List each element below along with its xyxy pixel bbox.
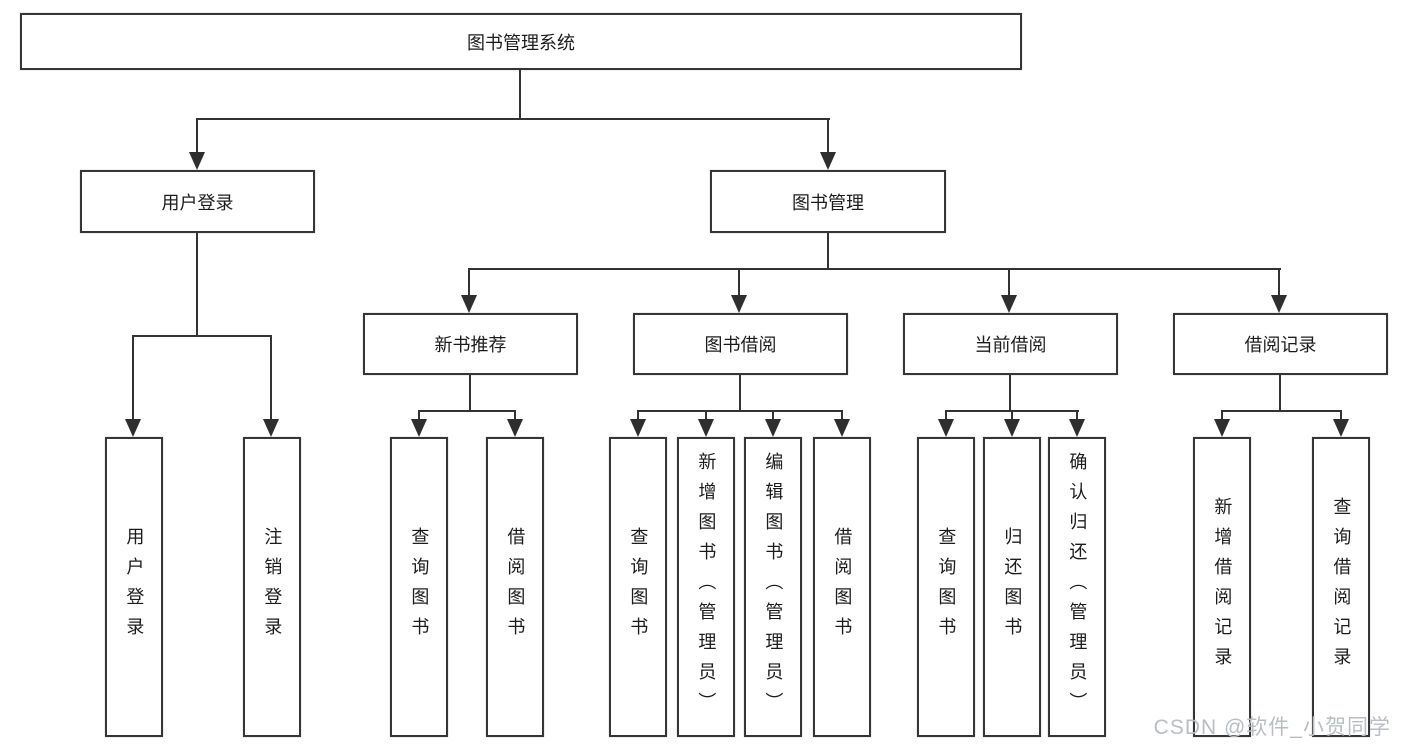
leaf-query-borrow-record: 查询借阅记录 bbox=[1312, 437, 1370, 737]
node-borrow-record-label: 借阅记录 bbox=[1244, 335, 1317, 355]
node-root: 图书管理系统 bbox=[20, 13, 1022, 70]
leaf-borrow-book-recommend-label: 借阅图书 bbox=[505, 527, 526, 647]
leaf-add-book-admin-label: 新增图书（管理员） bbox=[696, 452, 717, 722]
arrowhead-down-icon bbox=[189, 152, 205, 170]
connector-root-split bbox=[196, 118, 830, 120]
node-current-borrow-label: 当前借阅 bbox=[974, 335, 1047, 355]
node-current-borrow: 当前借阅 bbox=[903, 313, 1118, 375]
connector-drop-leaf-logout bbox=[270, 335, 272, 419]
arrowhead-down-icon bbox=[1004, 419, 1020, 437]
leaf-confirm-return-admin-label: 确认归还（管理员） bbox=[1067, 452, 1088, 722]
connector-drop-user-login bbox=[196, 118, 198, 154]
leaf-add-borrow-record-label: 新增借阅记录 bbox=[1212, 497, 1233, 677]
leaf-logout-login: 注销登录 bbox=[243, 437, 301, 737]
connector-drop bbox=[1076, 410, 1078, 420]
connector-drop bbox=[841, 410, 843, 420]
connector-borrow-record-stem bbox=[1279, 375, 1281, 412]
leaf-user-login-label: 用户登录 bbox=[124, 527, 145, 647]
connector-drop bbox=[705, 410, 707, 420]
connector-user-login-split bbox=[132, 335, 272, 337]
leaf-query-book-current-label: 查询图书 bbox=[936, 527, 957, 647]
connector-current-borrow-stem bbox=[1009, 375, 1011, 412]
leaf-return-book-label: 归还图书 bbox=[1002, 527, 1023, 647]
leaf-add-book-admin: 新增图书（管理员） bbox=[677, 437, 735, 737]
arrowhead-down-icon bbox=[820, 152, 836, 170]
connector-drop-book-borrow bbox=[738, 268, 740, 295]
connector-drop bbox=[945, 410, 947, 420]
arrowhead-down-icon bbox=[765, 419, 781, 437]
leaf-borrow-book-label: 借阅图书 bbox=[832, 527, 853, 647]
arrowhead-down-icon bbox=[411, 419, 427, 437]
leaf-user-login: 用户登录 bbox=[105, 437, 163, 737]
node-new-book-recommend-label: 新书推荐 bbox=[434, 335, 507, 355]
arrowhead-down-icon bbox=[1069, 419, 1085, 437]
leaf-borrow-book-recommend: 借阅图书 bbox=[486, 437, 544, 737]
leaf-return-book: 归还图书 bbox=[983, 437, 1041, 737]
node-book-borrow: 图书借阅 bbox=[633, 313, 848, 375]
connector-borrow-record-split bbox=[1221, 410, 1342, 412]
connector-drop bbox=[1221, 410, 1223, 420]
connector-drop bbox=[637, 410, 639, 420]
arrowhead-down-icon bbox=[731, 295, 747, 313]
connector-root-stem bbox=[519, 70, 521, 120]
node-book-borrow-label: 图书借阅 bbox=[704, 335, 777, 355]
connector-new-book-split bbox=[418, 410, 516, 412]
connector-drop-leaf-user-login bbox=[132, 335, 134, 419]
connector-new-book-stem bbox=[469, 375, 471, 412]
node-book-management: 图书管理 bbox=[710, 170, 946, 233]
leaf-confirm-return-admin: 确认归还（管理员） bbox=[1048, 437, 1106, 737]
arrowhead-down-icon bbox=[1271, 295, 1287, 313]
arrowhead-down-icon bbox=[1001, 295, 1017, 313]
leaf-edit-book-admin-label: 编辑图书（管理员） bbox=[763, 452, 784, 722]
connector-drop bbox=[514, 410, 516, 420]
connector-drop-borrow-record bbox=[1278, 268, 1280, 295]
leaf-borrow-book: 借阅图书 bbox=[813, 437, 871, 737]
leaf-query-book-current: 查询图书 bbox=[917, 437, 975, 737]
node-borrow-record: 借阅记录 bbox=[1173, 313, 1388, 375]
leaf-query-book-borrow: 查询图书 bbox=[609, 437, 667, 737]
node-user-login-label: 用户登录 bbox=[161, 192, 234, 213]
leaf-query-book-borrow-label: 查询图书 bbox=[628, 527, 649, 647]
connector-drop-new-book bbox=[468, 268, 470, 295]
arrowhead-down-icon bbox=[698, 419, 714, 437]
arrowhead-down-icon bbox=[1214, 419, 1230, 437]
node-user-login: 用户登录 bbox=[80, 170, 315, 233]
node-new-book-recommend: 新书推荐 bbox=[363, 313, 578, 375]
csdn-watermark: CSDN @软件_小贺同学 bbox=[1153, 716, 1391, 739]
connector-book-borrow-stem bbox=[739, 375, 741, 412]
arrowhead-down-icon bbox=[461, 295, 477, 313]
arrowhead-down-icon bbox=[938, 419, 954, 437]
connector-user-login-stem bbox=[196, 233, 198, 337]
leaf-add-borrow-record: 新增借阅记录 bbox=[1193, 437, 1251, 737]
connector-book-management-stem bbox=[827, 233, 829, 270]
leaf-query-book-recommend: 查询图书 bbox=[390, 437, 448, 737]
connector-drop bbox=[1011, 410, 1013, 420]
connector-drop bbox=[772, 410, 774, 420]
connector-drop-book-management bbox=[827, 118, 829, 154]
connector-drop bbox=[1340, 410, 1342, 420]
node-book-management-label: 图书管理 bbox=[792, 192, 864, 213]
arrowhead-down-icon bbox=[125, 419, 141, 437]
connector-book-management-split bbox=[468, 268, 1281, 270]
leaf-edit-book-admin: 编辑图书（管理员） bbox=[744, 437, 802, 737]
leaf-query-borrow-record-label: 查询借阅记录 bbox=[1331, 497, 1352, 677]
arrowhead-down-icon bbox=[1333, 419, 1349, 437]
node-root-label: 图书管理系统 bbox=[467, 32, 575, 53]
connector-drop-current-borrow bbox=[1008, 268, 1010, 295]
connector-book-borrow-split bbox=[637, 410, 843, 412]
arrowhead-down-icon bbox=[263, 419, 279, 437]
arrowhead-down-icon bbox=[630, 419, 646, 437]
arrowhead-down-icon bbox=[507, 419, 523, 437]
arrowhead-down-icon bbox=[834, 419, 850, 437]
leaf-logout-login-label: 注销登录 bbox=[262, 527, 283, 647]
connector-drop bbox=[418, 410, 420, 420]
leaf-query-book-recommend-label: 查询图书 bbox=[409, 527, 430, 647]
